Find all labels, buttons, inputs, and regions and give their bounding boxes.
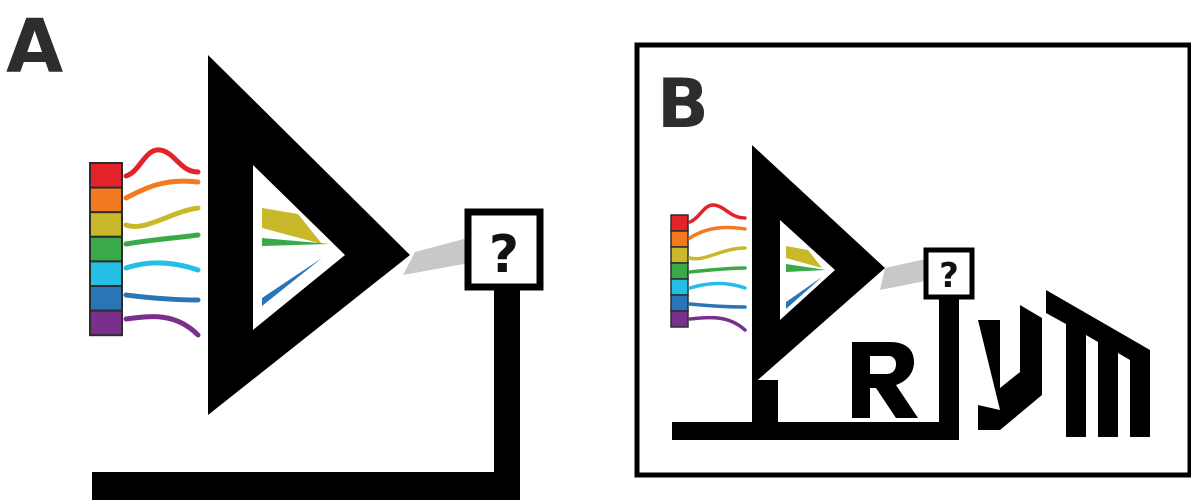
spectrum-b-swatch-7	[671, 311, 688, 327]
panel-a-label: A	[6, 4, 63, 90]
logo-stem-i	[939, 295, 959, 430]
unknown-box-b: ?	[926, 250, 972, 297]
spectrum-a-swatch-4	[90, 237, 122, 262]
spectrum-b-swatch-5	[671, 279, 688, 295]
spectrum-b-swatch-4	[671, 263, 688, 279]
spectrum-a-swatch-7	[90, 311, 122, 336]
spectrum-a-swatch-3	[90, 212, 122, 237]
spectrum-b-swatch-2	[671, 231, 688, 247]
spectrum-bar-b	[671, 215, 688, 327]
spectrum-a-swatch-6	[90, 286, 122, 311]
light-path-cyan	[126, 263, 198, 270]
light-path-green	[126, 235, 198, 244]
output-beam-a	[403, 236, 475, 275]
spectrum-b-swatch-1	[671, 215, 688, 231]
unknown-box-a: ?	[468, 212, 540, 287]
panel-b: B ?	[637, 45, 1190, 475]
spectrum-a-swatch-1	[90, 163, 122, 188]
light-path-red	[126, 150, 198, 176]
spectrum-a-swatch-2	[90, 188, 122, 213]
panel-b-label: B	[657, 65, 709, 144]
spectrum-b-swatch-3	[671, 247, 688, 263]
light-path-orange	[126, 181, 198, 198]
question-mark-b: ?	[939, 256, 959, 296]
question-mark-a: ?	[489, 225, 519, 285]
prism-stem-b	[752, 380, 778, 422]
light-path-yellow	[126, 208, 198, 226]
panel-a: A ?	[6, 4, 540, 500]
light-path-blue	[126, 295, 198, 300]
logo-baseline	[672, 422, 959, 440]
light-paths-a	[126, 150, 198, 335]
spectrum-bar-a	[90, 163, 122, 335]
spectrum-a-swatch-5	[90, 261, 122, 286]
spectrum-b-swatch-6	[671, 295, 688, 311]
light-path-purple	[126, 317, 198, 335]
